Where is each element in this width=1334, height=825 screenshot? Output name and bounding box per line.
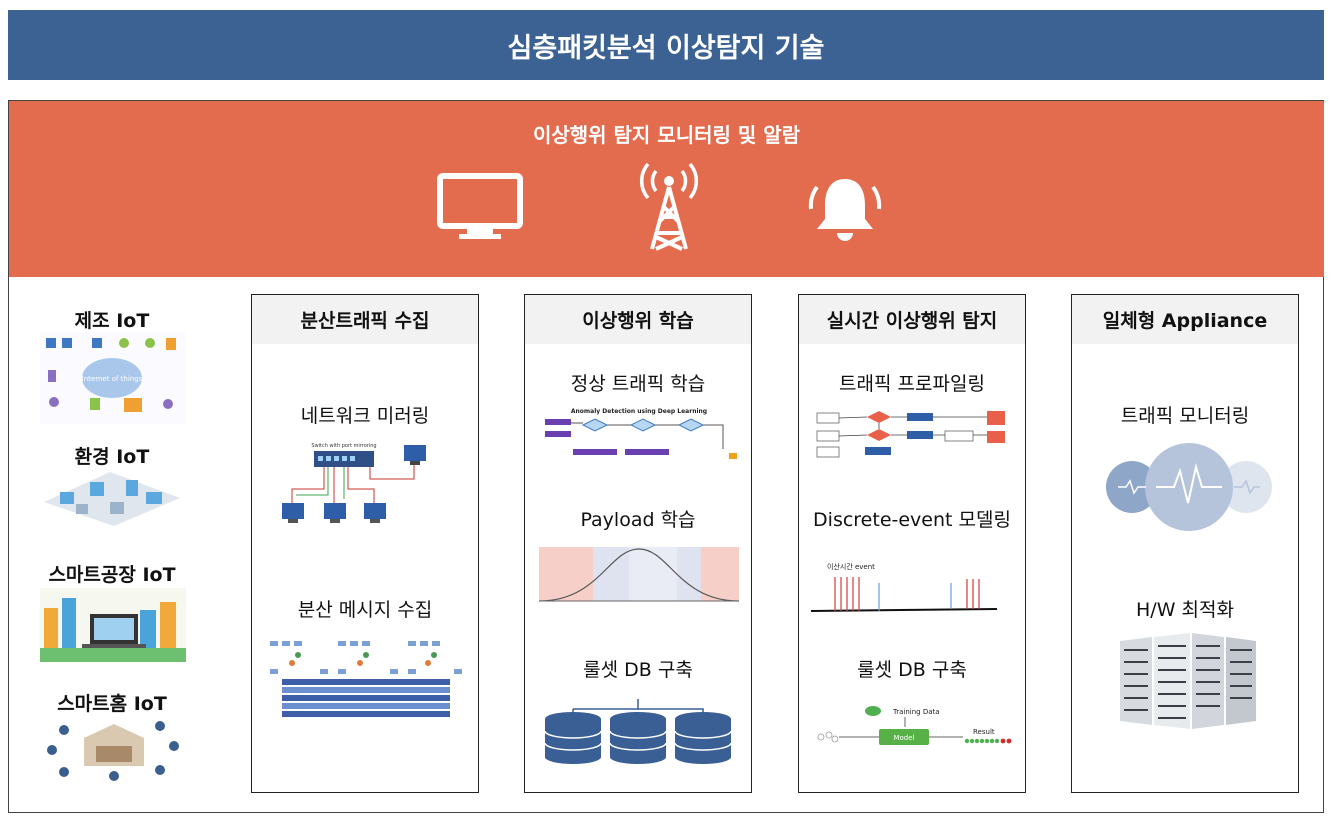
result-text: Result [973,728,995,736]
message-collection-diagram [270,641,462,717]
column-integrated-appliance: 일체형 Appliance 트래픽 모니터링 H/W 최적화 [1071,294,1299,793]
manufacturing-iot-illustration: Internet of things [40,332,186,424]
alarm-bell-icon [808,179,882,241]
item-normal-traffic-learning: 정상 트래픽 학습 [570,373,706,395]
database-cluster-icon [544,699,732,764]
item-network-mirroring: 네트워크 미러링 [300,405,430,427]
item-ruleset-db-model: 룰셋 DB 구축 [857,659,967,681]
item-discrete-event-modeling: Discrete-event 모델링 [813,509,1011,531]
smart-factory-iot-illustration [40,588,186,662]
page-title: 심층패킷분석 이상탐지 기술 [8,10,1324,80]
column-title: 이상행위 학습 [525,295,751,344]
traffic-profiling-flowchart [816,411,1005,458]
item-ruleset-db: 룰셋 DB 구축 [583,659,693,681]
monitor-icon [437,173,523,239]
server-rack-icon [1120,633,1256,729]
smart-home-iot-illustration [47,721,179,781]
column-title: 분산트래픽 수집 [252,295,478,344]
mirroring-image-text: Switch with port mirroring [311,443,376,449]
column-title: 일체형 Appliance [1072,295,1298,344]
iot-label-manufacturing: 제조 IoT [74,310,150,332]
column-distributed-collection: 분산트래픽 수집 네트워크 미러링 Switch with port mirro… [251,294,479,793]
deep-learning-diagram: Anomaly Detection using Deep Learning [545,408,737,459]
discrete-event-timeline: 이산시간 event [811,562,998,612]
model-text: Model [893,734,914,742]
learning-image-text: Anomaly Detection using Deep Learning [571,408,707,415]
iot-label-environment: 환경 IoT [74,446,150,468]
discrete-image-text: 이산시간 event [827,562,875,571]
band-title: 이상행위 탐지 모니터링 및 알람 [532,123,801,147]
training-data-text: Training Data [892,708,940,716]
model-training-pipeline: Training Data Model Result [817,706,1012,745]
iot-image-text: Internet of things [82,375,143,383]
port-mirroring-diagram: Switch with port mirroring [282,443,426,523]
item-traffic-profiling: 트래픽 프로파일링 [839,373,985,395]
item-traffic-monitoring: 트래픽 모니터링 [1120,405,1250,427]
monitoring-band: 이상행위 탐지 모니터링 및 알람 [9,101,1324,277]
iot-label-smart-home: 스마트홈 IoT [57,693,167,715]
column-realtime-detection: 실시간 이상행위 탐지 트래픽 프로파일링 Discrete-event 모델링… [798,294,1026,793]
column-anomaly-learning: 이상행위 학습 정상 트래픽 학습 Anomaly Detection usin… [524,294,752,793]
environment-iot-illustration [44,472,180,526]
item-distributed-message: 분산 메시지 수집 [297,599,433,621]
iot-label-smart-factory: 스마트공장 IoT [48,564,176,586]
item-hw-optimization: H/W 최적화 [1136,599,1234,621]
item-payload-learning: Payload 학습 [580,509,696,531]
column-title: 실시간 이상행위 탐지 [799,295,1025,344]
diagram-frame [8,100,1324,813]
payload-distribution-chart [539,547,739,602]
antenna-tower-icon [640,162,698,251]
heartbeat-monitor-icon [1106,443,1272,531]
